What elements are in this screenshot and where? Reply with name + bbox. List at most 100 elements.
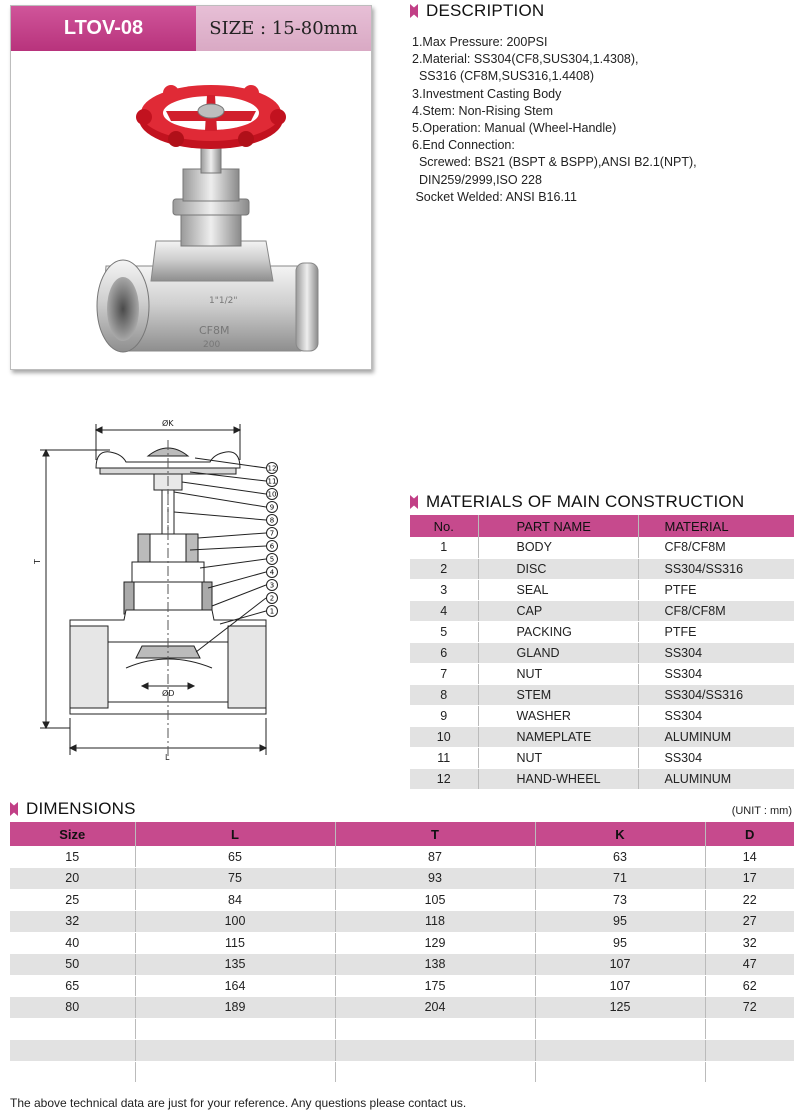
- description-line: 6.End Connection:: [412, 138, 515, 153]
- cell-size: 50: [10, 953, 135, 976]
- part-name: HAND-WHEEL: [477, 768, 638, 790]
- callout-11: 11: [266, 475, 278, 487]
- description-line: DIN259/2999,ISO 228: [412, 172, 542, 187]
- cell-t: 204: [334, 996, 535, 1019]
- part-no: 7: [410, 663, 478, 685]
- description-heading: DESCRIPTION: [410, 1, 544, 21]
- cell-t: 105: [334, 889, 535, 911]
- cell-k: 63: [534, 846, 705, 868]
- part-material: PTFE: [637, 621, 794, 643]
- cell-d: 27: [704, 910, 794, 933]
- description-line: 3.Investment Casting Body: [412, 86, 562, 101]
- cell-l: 135: [134, 953, 335, 976]
- description-line: Screwed: BS21 (BSPT & BSPP),ANSI B2.1(NP…: [412, 155, 697, 170]
- valve-photo: 1"1/2" CF8M 200: [96, 85, 319, 353]
- svg-text:10: 10: [268, 491, 277, 499]
- svg-text:12: 12: [268, 465, 277, 473]
- part-no: 5: [410, 621, 478, 643]
- body-mark-material: CF8M: [199, 324, 230, 337]
- cell-size: 32: [10, 910, 135, 933]
- cell-d: 14: [704, 846, 794, 868]
- product-photo-card: LTOV-08 SIZE : 15-80mm: [10, 5, 372, 370]
- description-title: DESCRIPTION: [426, 1, 545, 20]
- col-header-material: MATERIAL: [637, 515, 794, 537]
- cell-l: 164: [134, 975, 335, 997]
- cell-size: 80: [10, 996, 135, 1019]
- part-no: 11: [410, 747, 478, 769]
- col-header-t: T: [334, 822, 535, 846]
- cell-t: 87: [334, 846, 535, 868]
- callout-6: 6: [266, 540, 278, 552]
- cell-l: 84: [134, 889, 335, 911]
- part-name: SEAL: [477, 579, 638, 601]
- part-material: SS304/SS316: [637, 684, 794, 706]
- model-badge: LTOV-08: [11, 6, 196, 51]
- part-name: PACKING: [477, 621, 638, 643]
- part-name: DISC: [477, 558, 638, 580]
- part-material: ALUMINUM: [637, 726, 794, 748]
- cell-l: 189: [134, 996, 335, 1019]
- cell-size: [10, 1061, 135, 1083]
- svg-text:2: 2: [270, 595, 274, 603]
- part-name: WASHER: [477, 705, 638, 727]
- part-no: 6: [410, 642, 478, 664]
- part-name: NAMEPLATE: [477, 726, 638, 748]
- dimension-label-d: ØD: [162, 688, 174, 698]
- dimensions-heading: DIMENSIONS: [10, 799, 136, 819]
- cell-k: 95: [534, 932, 705, 954]
- cell-d: [704, 1061, 794, 1083]
- part-no: 3: [410, 579, 478, 601]
- handwheel-graphic: [136, 85, 286, 149]
- part-name: CAP: [477, 600, 638, 622]
- part-material: SS304: [637, 747, 794, 769]
- callout-10: 10: [266, 488, 278, 500]
- cell-l: 115: [134, 932, 335, 954]
- cell-k: [534, 1061, 705, 1083]
- svg-text:6: 6: [270, 543, 275, 551]
- col-header-no: No.: [410, 515, 478, 537]
- col-header-l: L: [134, 822, 335, 846]
- cell-d: 62: [704, 975, 794, 997]
- svg-text:1: 1: [270, 608, 274, 616]
- part-name: BODY: [477, 537, 638, 559]
- cell-k: 107: [534, 975, 705, 997]
- cell-t: 93: [334, 867, 535, 890]
- cell-t: 129: [334, 932, 535, 954]
- callout-5: 5: [266, 553, 278, 565]
- part-material: SS304: [637, 663, 794, 685]
- description-line: SS316 (CF8M,SUS316,1.4408): [412, 69, 595, 84]
- cell-size: 25: [10, 889, 135, 911]
- callout-markers: 12 11 10 9 8 7 6 5 4 3 2 1: [266, 462, 278, 617]
- cell-k: [534, 1018, 705, 1040]
- cell-d: 22: [704, 889, 794, 911]
- part-no: 4: [410, 600, 478, 622]
- valve-cross-section-drawing: 12 11 10 9 8 7 6 5 4 3 2 1 ØK T ØD L: [33, 418, 278, 762]
- callout-8: 8: [266, 514, 278, 526]
- diamond-bullet-icon: [10, 802, 18, 816]
- cell-k: 71: [534, 867, 705, 890]
- dimensions-title: DIMENSIONS: [26, 799, 136, 818]
- callout-3: 3: [266, 579, 278, 591]
- body-mark-size: 1"1/2": [209, 296, 238, 306]
- description-line: 4.Stem: Non-Rising Stem: [412, 103, 554, 118]
- diamond-bullet-icon: [410, 4, 418, 18]
- description-list: 1.Max Pressure: 200PSI 2.Material: SS304…: [412, 34, 792, 206]
- part-material: SS304: [637, 642, 794, 664]
- description-line: 2.Material: SS304(CF8,SUS304,1.4308),: [412, 52, 639, 67]
